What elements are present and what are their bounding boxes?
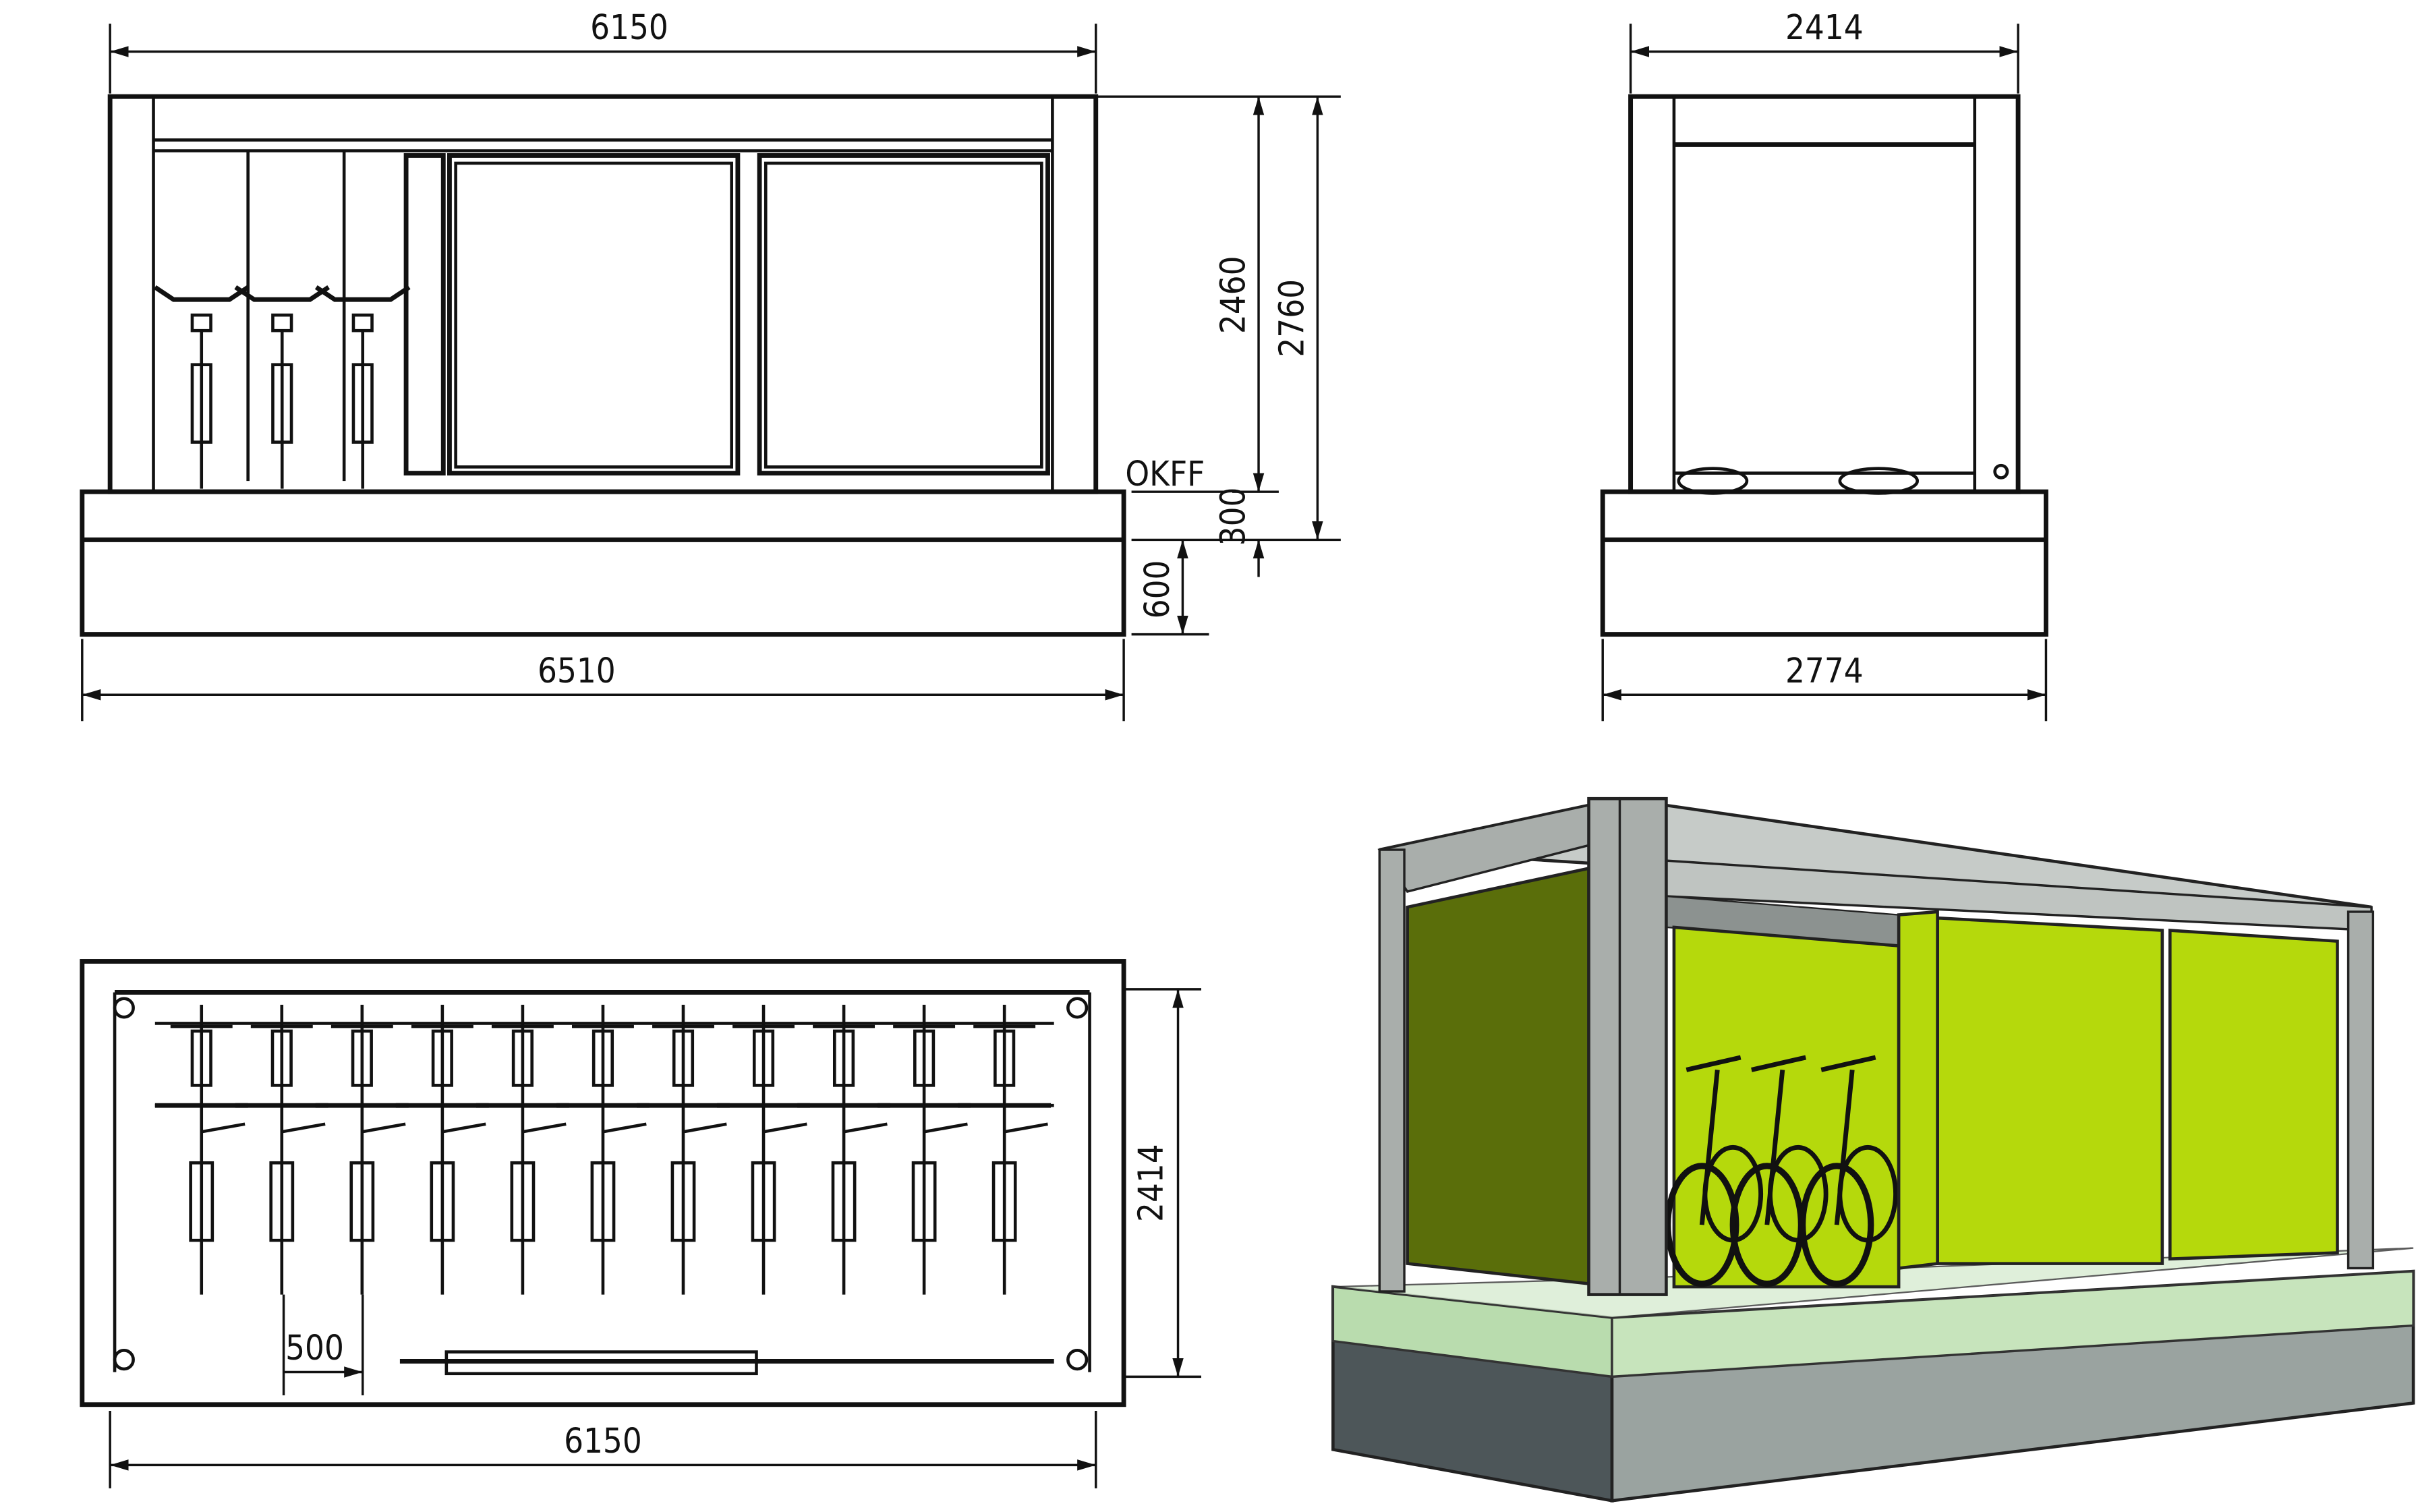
plan-bikes [113, 997, 1089, 1371]
bike-plan [235, 1004, 328, 1295]
bike-plan [797, 1004, 891, 1295]
bike-plan [315, 1004, 409, 1295]
bike-plan [958, 1004, 1052, 1295]
dimension-label-plan-width: 6150 [564, 1421, 642, 1461]
front-bikes [153, 285, 411, 489]
sliding-door-1 [447, 153, 741, 476]
bike-front [234, 285, 330, 489]
bike-plan [556, 1004, 650, 1295]
bike-plan [877, 1004, 971, 1295]
front-elevation: 6150 2460 2760 OKFF 300 600 6510 [80, 7, 1341, 722]
plan-view: 2414 500 6150 [80, 959, 1202, 1488]
plan-outline [80, 959, 1126, 1407]
door-panel-2 [2168, 929, 2339, 1261]
plinth [80, 489, 1126, 637]
bike-front [153, 285, 250, 489]
bike-plan [395, 1004, 489, 1295]
bike-plan [637, 1004, 730, 1295]
perspective-bikes [1665, 1055, 1898, 1287]
anchor-bracket [1066, 1349, 1089, 1371]
anchor-bracket [113, 997, 135, 1019]
bike-front [314, 285, 411, 489]
dimension-label-plinth-step: 300 [1213, 488, 1253, 546]
floor-level-label: OKFF [1125, 454, 1205, 494]
dimension-label-base-height: 600 [1137, 560, 1177, 619]
anchor-bracket [113, 1349, 135, 1371]
dimension-label-width-top: 6150 [590, 7, 668, 47]
dimension-label-bike-spacing: 500 [285, 1328, 344, 1368]
bike-perspective [1800, 1055, 1898, 1287]
perspective-render [1331, 796, 2415, 1503]
side-panel [1406, 866, 1590, 1286]
dimension-label-side-width-top: 2414 [1785, 7, 1864, 47]
anchor-bracket [1066, 997, 1089, 1019]
bike-plan [717, 1004, 810, 1295]
dimension-label-side-width-base: 2774 [1785, 651, 1864, 691]
bike-plan [154, 1004, 248, 1295]
side-elevation: 2414 2774 [1600, 7, 2048, 722]
dimension-label-width-base: 6510 [538, 651, 616, 691]
door-panel-1 [1936, 916, 2164, 1265]
bike-plan [476, 1004, 569, 1295]
dimension-label-plan-depth: 2414 [1131, 1144, 1171, 1222]
dimension-label-height-inner: 2460 [1213, 256, 1253, 334]
sliding-door-2 [757, 153, 1050, 476]
dimension-label-height-total: 2760 [1272, 279, 1312, 357]
